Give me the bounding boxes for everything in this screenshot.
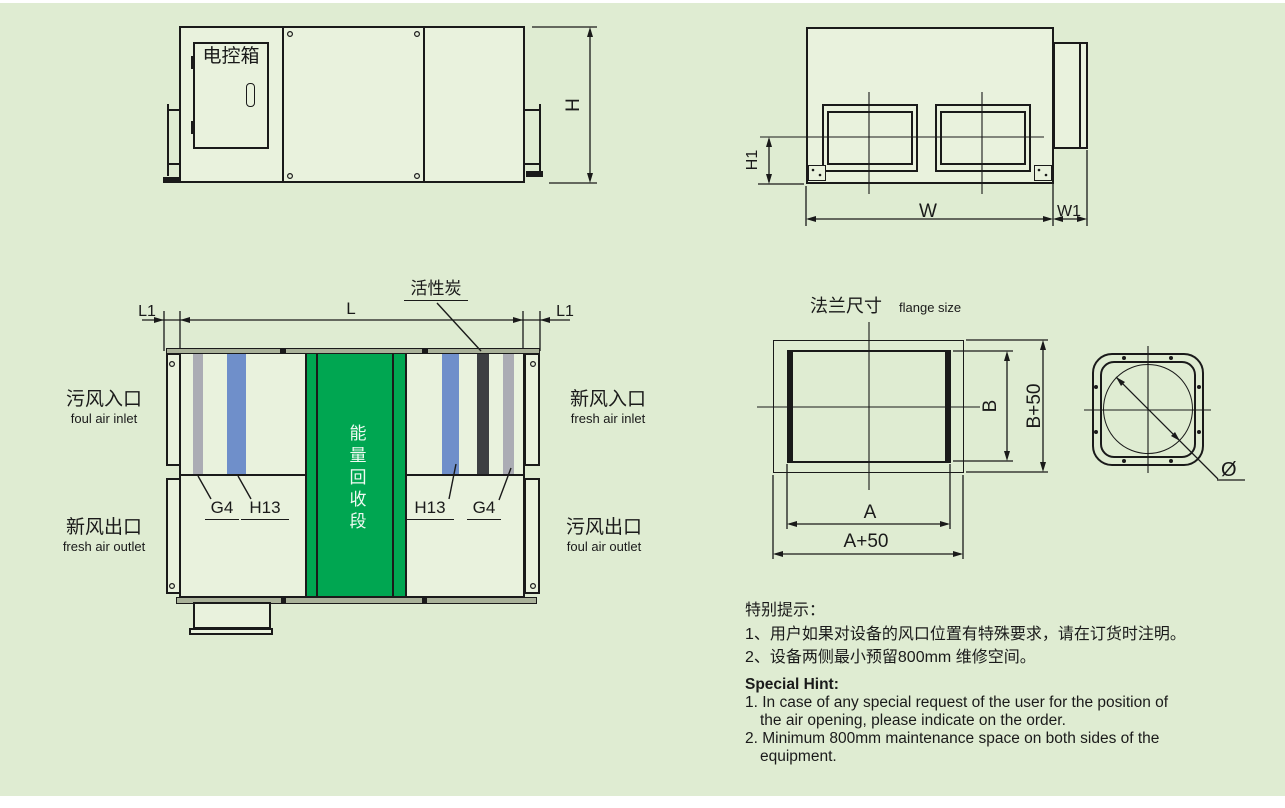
dim-label-b: B — [979, 399, 1001, 413]
filter-h13-left — [227, 354, 246, 475]
top-cap-clip-2 — [422, 348, 428, 354]
port-fresh-air-outlet: 新风出口 fresh air outlet — [52, 516, 156, 554]
flange-title-en: flange size — [899, 300, 962, 315]
page-top-margin — [0, 0, 1285, 3]
hint-en-item2-line1: 2. Minimum 800mm maintenance space on bo… — [745, 730, 1160, 747]
port-foul-air-inlet: 污风入口 foul air inlet — [52, 388, 156, 426]
port-foul-air-inlet-zh: 污风入口 — [65, 389, 142, 410]
control-box-hinge-bottom — [191, 121, 195, 134]
filter-label-g4-left: G4 — [205, 498, 239, 520]
dim-label-b-plus: B+50 — [1023, 383, 1045, 429]
port-fresh-air-inlet-en: fresh air inlet — [570, 411, 646, 426]
port-fresh-air-inlet-zh: 新风入口 — [569, 389, 646, 410]
flange-side-bar-right — [945, 350, 951, 463]
carbon-filter-label: 活性炭 — [404, 279, 468, 301]
dim-label-w: W — [919, 201, 937, 222]
energy-recovery-label: 能量回收段 — [346, 423, 366, 534]
port-fresh-air-outlet-en: fresh air outlet — [62, 539, 146, 554]
filter-carbon — [477, 354, 489, 475]
end-view-opening-left-inner — [827, 111, 913, 165]
dim-label-l1-right: L1 — [556, 303, 574, 320]
end-view-opening-right-inner — [940, 111, 1026, 165]
dim-label-h: H — [562, 98, 584, 112]
dim-label-l1-left: L1 — [138, 303, 156, 320]
side-view-panel-divider-1 — [282, 28, 284, 181]
port-foul-air-outlet-zh: 污风出口 — [565, 517, 642, 538]
flange-side-bar-left — [787, 350, 793, 463]
bottom-rail-clip-2 — [422, 597, 427, 604]
top-cap-clip-1 — [280, 348, 286, 354]
port-foul-air-outlet-en: foul air outlet — [566, 539, 642, 554]
dim-label-l: L — [346, 299, 356, 318]
hint-en-item2-line2: equipment. — [760, 748, 837, 765]
section-mid-divider-right — [407, 474, 524, 476]
end-view-duct-stub — [1053, 42, 1088, 149]
port-fresh-air-outlet-zh: 新风出口 — [65, 517, 142, 538]
hint-en-item1-line1: 1. In case of any special request of the… — [745, 694, 1169, 711]
filter-label-g4-right: G4 — [467, 498, 501, 520]
hint-zh-line2: 2、设备两侧最小预留800mm 维修空间。 — [745, 649, 1036, 666]
section-drain-pan — [193, 602, 271, 629]
filter-g4-left — [193, 354, 203, 475]
end-view-duct-stub-line — [1079, 44, 1081, 147]
hint-en-item1: 1. In case of any special request of the… — [745, 694, 1225, 730]
dim-label-h1: H1 — [744, 149, 762, 171]
filter-g4-right — [503, 354, 514, 475]
port-foul-air-inlet-en: foul air inlet — [70, 411, 138, 426]
section-drain-pan-flange — [189, 628, 273, 635]
end-view-corner-bracket-right — [1034, 165, 1052, 181]
section-top-cap — [166, 348, 540, 354]
dim-label-a-plus: A+50 — [843, 531, 889, 552]
end-view-corner-bracket-left — [808, 165, 826, 181]
filter-label-h13-right: H13 — [406, 498, 454, 520]
core-label-wrap: 能量回收段 — [342, 416, 370, 541]
core-inner-line-right — [392, 354, 394, 596]
dim-label-w1: W1 — [1057, 203, 1081, 220]
port-fresh-air-inlet: 新风入口 fresh air inlet — [556, 388, 660, 426]
control-box-hinge-top — [191, 56, 195, 69]
section-mid-divider-left — [181, 474, 305, 476]
hint-zh-title: 特别提示： — [745, 602, 826, 619]
port-foul-air-outlet: 污风出口 foul air outlet — [552, 516, 656, 554]
side-view-panel-divider-2 — [423, 28, 425, 181]
hint-en-item1-line2: the air opening, please indicate on the … — [760, 712, 1066, 729]
filter-label-h13-left: H13 — [241, 498, 289, 520]
dim-label-a: A — [863, 502, 877, 523]
hint-zh-line1: 1、用户如果对设备的风口位置有特殊要求，请在订货时注明。 — [745, 626, 1186, 643]
section-flange-bottom-right — [524, 478, 540, 594]
core-inner-line-left — [316, 354, 318, 596]
hint-en-item2: 2. Minimum 800mm maintenance space on bo… — [745, 730, 1225, 766]
section-flange-top-right — [524, 353, 540, 466]
control-box-label: 电控箱 — [202, 46, 260, 67]
bottom-rail-clip-1 — [281, 597, 286, 604]
hint-en-title: Special Hint: — [745, 676, 839, 693]
flange-title-zh: 法兰尺寸 — [810, 296, 882, 316]
control-box-handle — [246, 83, 255, 107]
round-flange-circle — [1103, 364, 1193, 454]
section-bottom-rail — [176, 597, 537, 604]
filter-h13-right — [442, 354, 459, 475]
flange-inner-rect — [787, 350, 951, 463]
page-bottom-margin — [0, 796, 1285, 808]
dim-label-diameter: Ø — [1221, 459, 1237, 481]
